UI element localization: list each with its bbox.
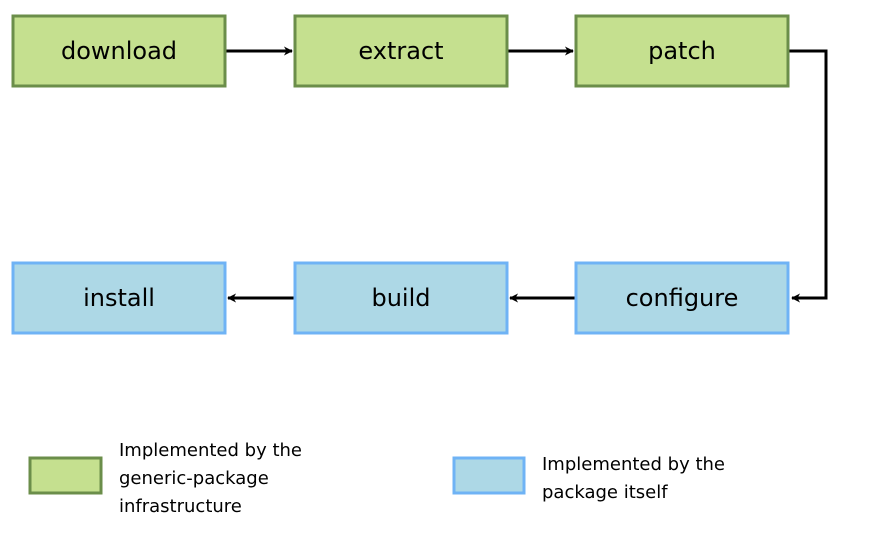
legend-generic-swatch	[28, 456, 103, 495]
legend-generic-line-2: generic-package	[119, 468, 269, 489]
node-extract-label: extract	[358, 37, 443, 65]
node-patch-box	[574, 14, 790, 88]
node-install-label: install	[83, 284, 155, 312]
node-download: download	[11, 14, 227, 88]
legend-package: Implemented by the package itself	[452, 454, 731, 503]
legend-package-line-1: Implemented by the	[542, 454, 725, 475]
node-configure-label: configure	[626, 284, 739, 312]
node-configure: configure	[574, 261, 790, 335]
node-build-box	[293, 261, 509, 335]
legend-package-text: Implemented by the package itself	[542, 454, 731, 503]
node-build-label: build	[371, 284, 430, 312]
legend-package-line-2: package itself	[542, 482, 668, 503]
node-extract: extract	[293, 14, 509, 88]
legend-generic-text: Implemented by the generic-package infra…	[119, 440, 308, 517]
node-install: install	[11, 261, 227, 335]
arrow-patch-to-configure	[789, 49, 828, 303]
connectors	[226, 46, 828, 303]
legend-generic-line-1: Implemented by the	[119, 440, 302, 461]
node-download-label: download	[61, 37, 177, 65]
node-configure-box	[574, 261, 790, 335]
legend-generic: Implemented by the generic-package infra…	[28, 440, 308, 517]
node-patch-label: patch	[648, 37, 716, 65]
legend-package-swatch	[452, 456, 526, 495]
node-build: build	[293, 261, 509, 335]
legend-generic-line-3: infrastructure	[119, 496, 242, 517]
node-download-box	[11, 14, 227, 88]
node-extract-box	[293, 14, 509, 88]
node-patch: patch	[574, 14, 790, 88]
node-install-box	[11, 261, 227, 335]
